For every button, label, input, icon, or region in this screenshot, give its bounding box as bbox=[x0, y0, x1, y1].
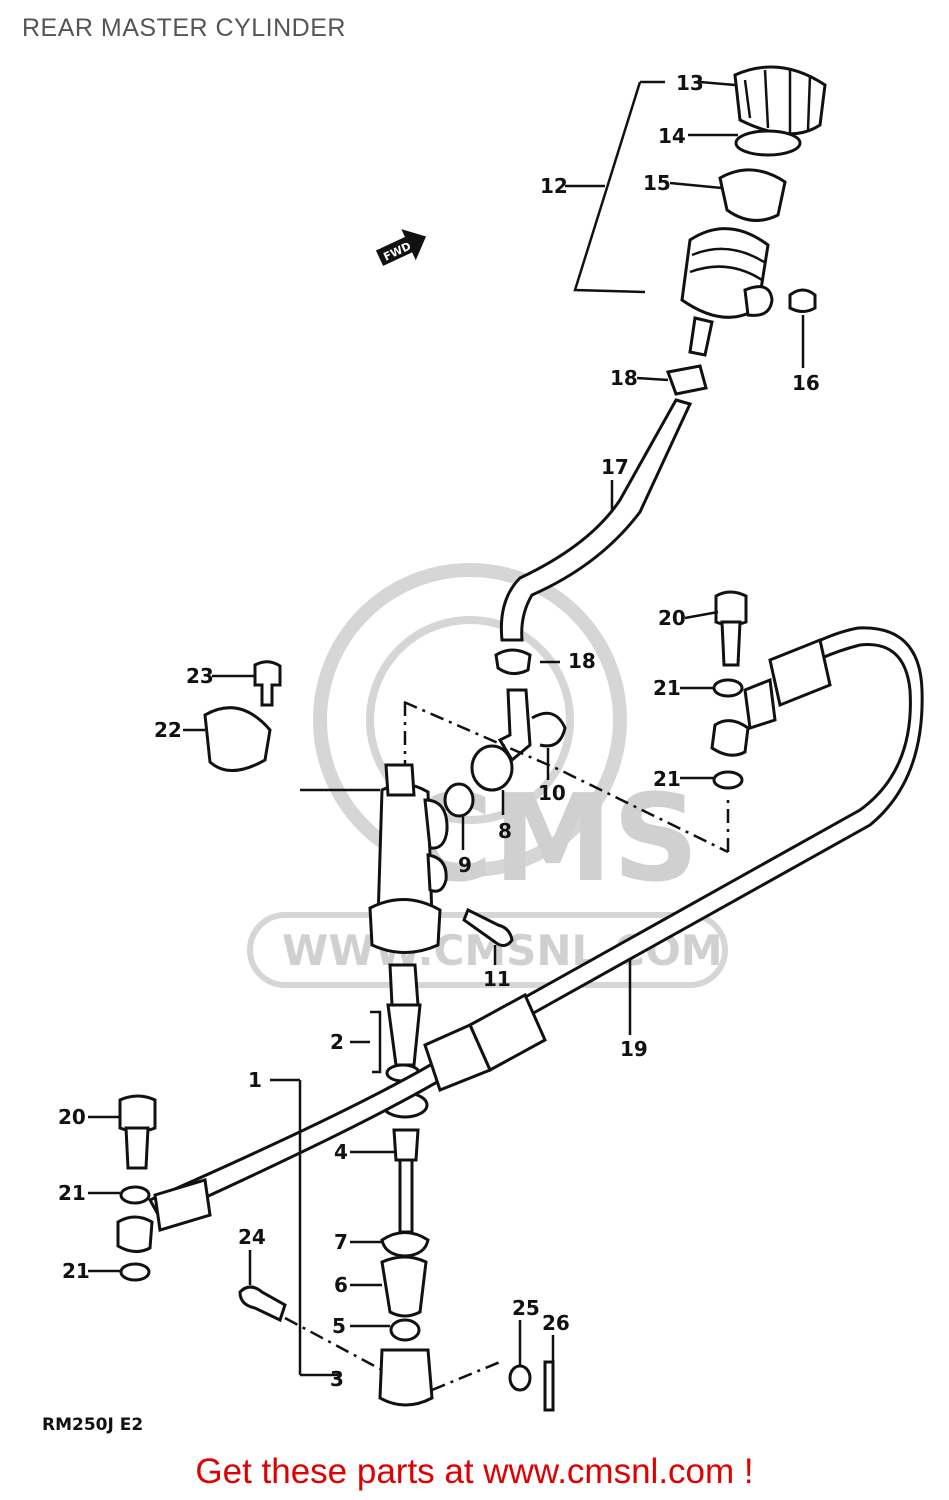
circlip-10 bbox=[531, 711, 567, 748]
push-rod bbox=[392, 1128, 420, 1234]
lock-nut bbox=[389, 1318, 421, 1342]
watermark-inner-ring bbox=[366, 616, 574, 824]
callout-3: 3 bbox=[330, 1367, 344, 1391]
callout-24: 24 bbox=[238, 1225, 266, 1249]
leader-lines bbox=[88, 80, 805, 1377]
o-ring bbox=[443, 782, 475, 818]
clevis bbox=[378, 1348, 434, 1407]
callout-16: 16 bbox=[792, 371, 820, 395]
callout-21-b: 21 bbox=[653, 767, 681, 791]
callout-21-a: 21 bbox=[653, 676, 681, 700]
callout-7: 7 bbox=[334, 1230, 348, 1254]
callout-23: 23 bbox=[186, 664, 214, 688]
brake-hose bbox=[147, 626, 924, 1232]
callout-22: 22 bbox=[154, 718, 182, 742]
reservoir-cap bbox=[733, 65, 827, 136]
callout-21-c: 21 bbox=[58, 1181, 86, 1205]
bracket-bolt bbox=[253, 660, 282, 707]
cotter-pin bbox=[543, 1360, 555, 1412]
washer-21-b bbox=[712, 770, 744, 790]
bolt-16 bbox=[788, 288, 817, 313]
callout-9: 9 bbox=[458, 853, 472, 877]
callout-18-lower: 18 bbox=[568, 649, 596, 673]
reservoir-body bbox=[680, 227, 774, 357]
callout-13: 13 bbox=[676, 71, 704, 95]
diaphragm-plate bbox=[734, 129, 802, 157]
callout-1: 1 bbox=[248, 1068, 262, 1092]
clevis-pin bbox=[238, 1285, 287, 1323]
footer-link[interactable]: Get these parts at www.cmsnl.com ! bbox=[195, 1452, 754, 1491]
callout-4: 4 bbox=[334, 1140, 348, 1164]
callout-12: 12 bbox=[540, 174, 568, 198]
banjo-bolt-upper bbox=[714, 590, 748, 667]
banjo-upper bbox=[710, 719, 750, 757]
hose-clamp-lower bbox=[494, 648, 532, 675]
callout-20-lower: 20 bbox=[58, 1105, 86, 1129]
callout-19: 19 bbox=[620, 1037, 648, 1061]
watermark: CMS WWW.CMSNL.COM bbox=[247, 563, 728, 988]
mounting-bolt bbox=[462, 907, 514, 947]
master-cylinder-body bbox=[368, 763, 449, 954]
diaphragm bbox=[718, 168, 787, 222]
callout-5: 5 bbox=[332, 1314, 346, 1338]
model-code: RM250J E2 bbox=[42, 1415, 143, 1435]
callout-20-upper: 20 bbox=[658, 606, 686, 630]
callout-26: 26 bbox=[542, 1311, 570, 1335]
elbow-fitting bbox=[470, 744, 514, 792]
washer-25 bbox=[508, 1364, 532, 1392]
callout-6: 6 bbox=[334, 1273, 348, 1297]
piston-assembly bbox=[385, 963, 422, 1083]
reservoir-hose bbox=[499, 398, 693, 642]
callout-11: 11 bbox=[483, 967, 511, 991]
fwd-arrow: FWD bbox=[375, 229, 426, 266]
banjo-lower bbox=[116, 1215, 154, 1253]
dash-lines bbox=[284, 700, 730, 1392]
callout-15: 15 bbox=[643, 171, 671, 195]
callout-labels: 13 14 15 12 16 18 17 18 20 21 21 23 22 1… bbox=[58, 71, 820, 1391]
banjo-bolt-lower bbox=[118, 1094, 157, 1170]
circlip-7 bbox=[380, 1231, 430, 1258]
callout-8: 8 bbox=[498, 819, 512, 843]
callout-14: 14 bbox=[658, 124, 686, 148]
callout-21-d: 21 bbox=[62, 1259, 90, 1283]
washer-21-d bbox=[119, 1262, 151, 1282]
hose-clamp-upper bbox=[665, 364, 708, 396]
page-title: REAR MASTER CYLINDER bbox=[22, 14, 346, 42]
watermark-ring bbox=[313, 563, 627, 877]
callout-25: 25 bbox=[512, 1296, 540, 1320]
washer-21-a bbox=[712, 678, 744, 698]
dust-boot bbox=[380, 1255, 428, 1318]
washer-21-c bbox=[119, 1185, 151, 1205]
watermark-pill bbox=[247, 912, 728, 988]
callout-2: 2 bbox=[330, 1030, 344, 1054]
callout-10: 10 bbox=[538, 781, 566, 805]
callout-17: 17 bbox=[601, 455, 629, 479]
callout-18-upper: 18 bbox=[610, 366, 638, 390]
mounting-bracket bbox=[203, 706, 272, 772]
